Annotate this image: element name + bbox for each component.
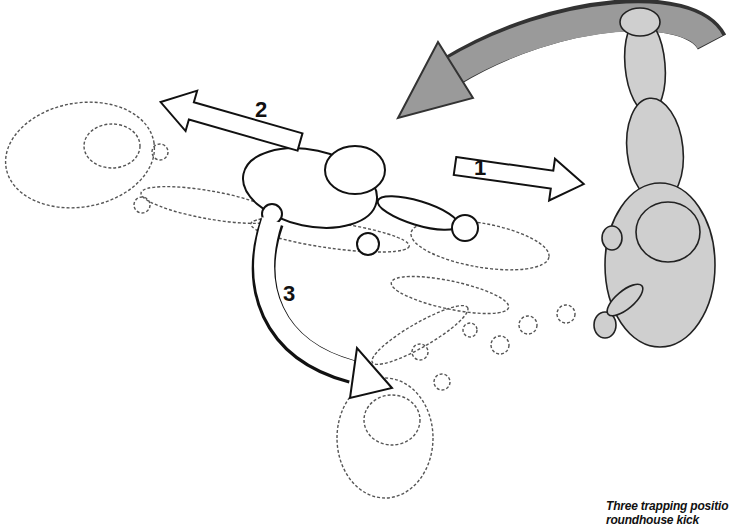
defender-shoulders — [236, 137, 385, 240]
opponent-fist — [602, 226, 622, 250]
move-arrow-head — [350, 348, 392, 398]
defender-fist — [452, 215, 478, 241]
opponent-arm — [602, 279, 647, 321]
ghost-leg — [388, 269, 511, 321]
callout-number: 1 — [474, 157, 486, 179]
kick-arrow — [450, 15, 712, 72]
ghost-head-left — [84, 124, 140, 168]
ghost-fist — [134, 197, 150, 213]
defender-head — [325, 146, 385, 194]
ghost-fist — [491, 336, 509, 354]
callout-number: 3 — [283, 283, 295, 305]
ghost-fist — [434, 374, 450, 390]
kick-arrow-head — [398, 42, 473, 118]
move-arrow — [452, 145, 587, 205]
move-arrow — [155, 82, 306, 162]
kick-arrow — [452, 17, 710, 72]
ghost-fist — [557, 305, 575, 323]
defender-fist — [357, 233, 379, 255]
opponent-body — [605, 183, 715, 347]
ghost-figure-left — [0, 91, 163, 219]
callout-number: 2 — [255, 99, 267, 121]
ghost-leg — [366, 297, 473, 373]
opponent-head — [636, 202, 700, 262]
figure-caption: Three trapping positio roundhouse kick — [606, 499, 742, 527]
defender-arm — [374, 189, 461, 237]
opponent-foot — [620, 8, 660, 36]
ghost-fist — [519, 316, 537, 334]
ghost-head-lower — [364, 395, 420, 445]
ghost-fist — [463, 323, 477, 337]
move-arrow — [264, 220, 353, 371]
ghost-fist — [152, 144, 168, 160]
